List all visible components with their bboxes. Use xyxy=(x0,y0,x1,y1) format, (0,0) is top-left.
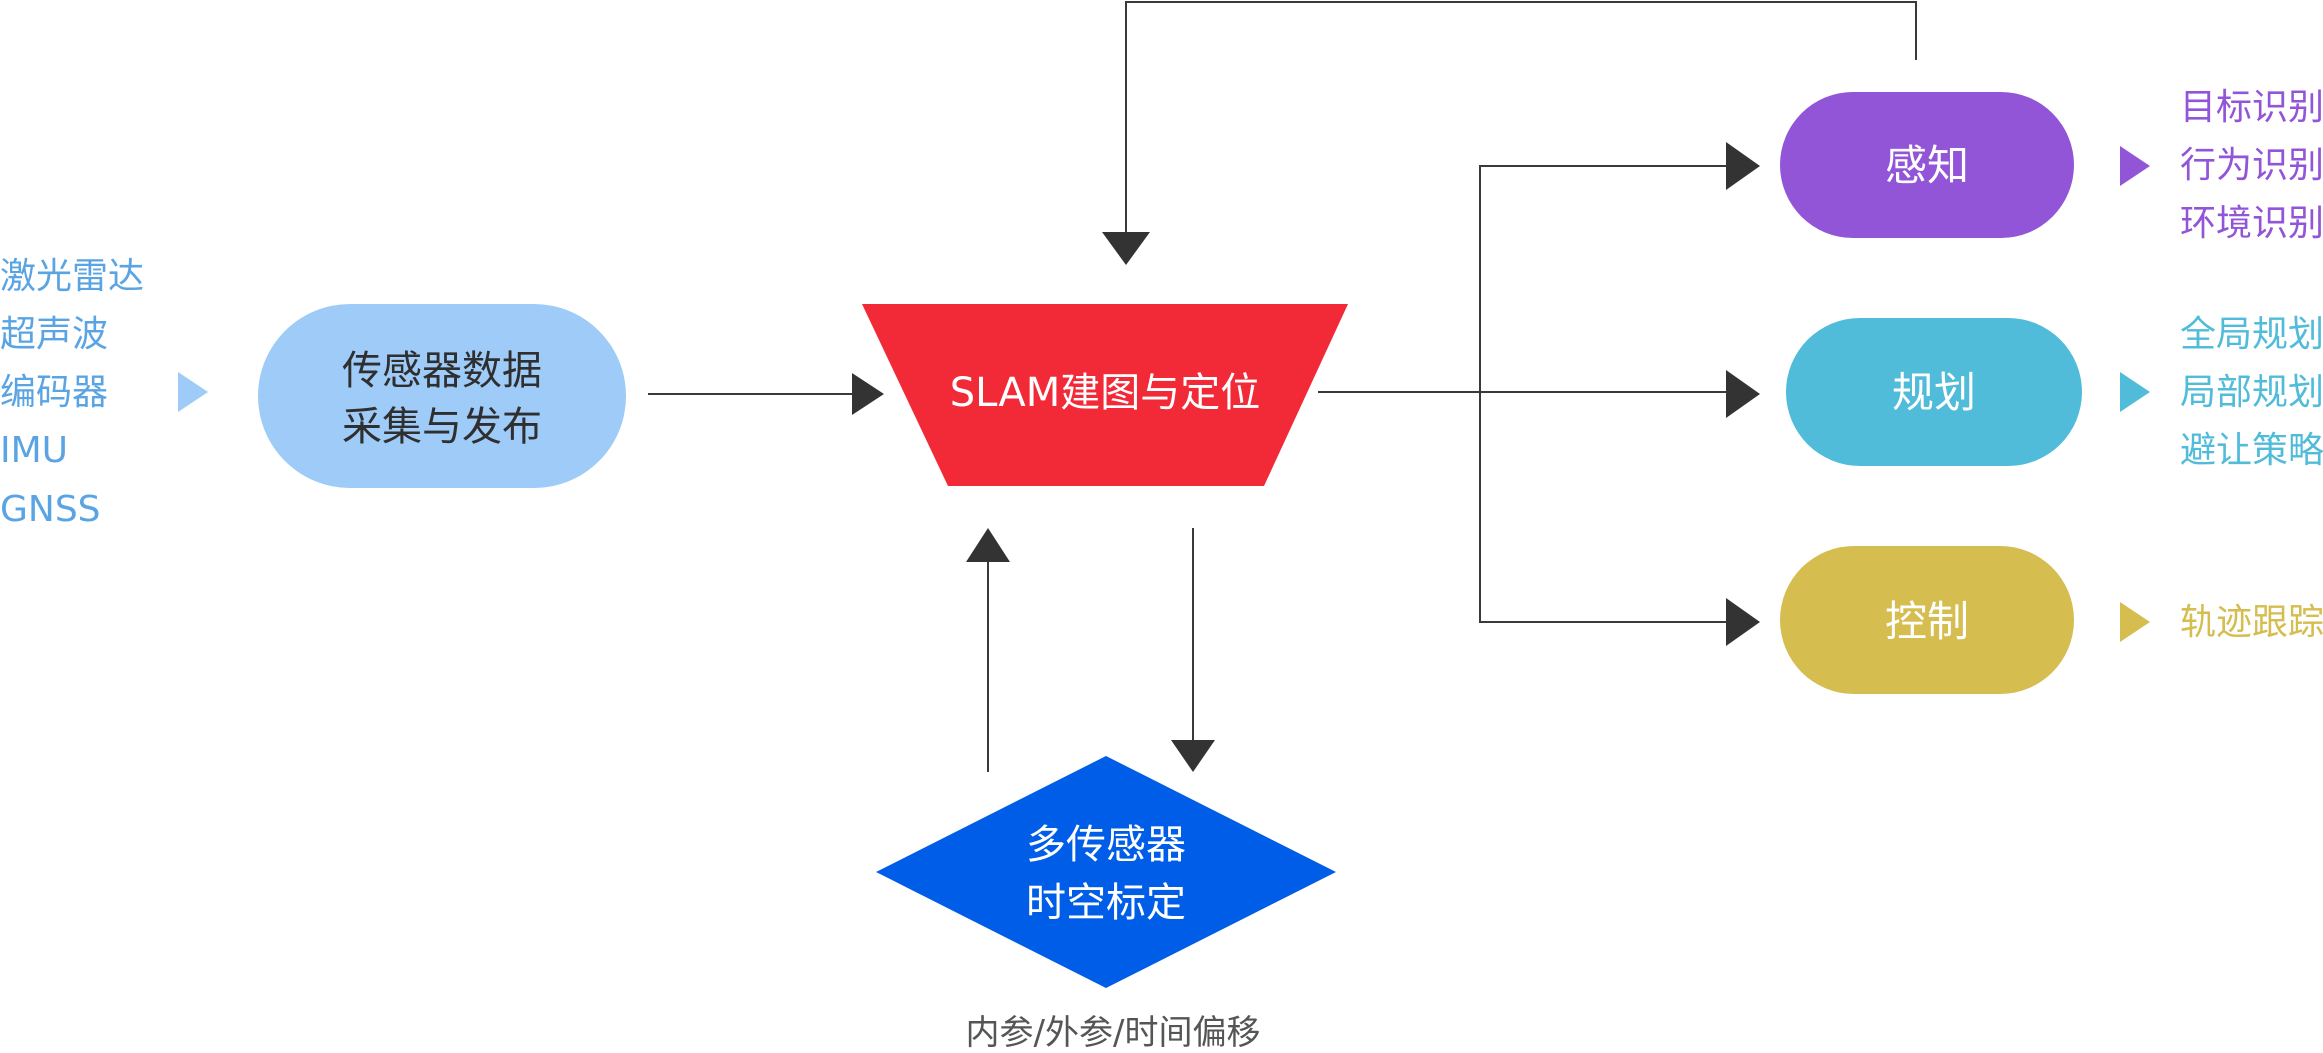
perception-pill xyxy=(1780,92,2074,238)
control-item: 轨迹跟踪 xyxy=(2180,602,2323,643)
collect-label-line2: 采集与发布 xyxy=(342,404,542,450)
perception-label: 感知 xyxy=(1885,141,1969,190)
calibration-label-line1: 多传感器 xyxy=(1026,822,1186,868)
sensor-arrow-icon xyxy=(178,372,208,412)
calibration-label-line2: 时空标定 xyxy=(1026,880,1186,926)
perception-item: 行为识别 xyxy=(2180,145,2323,186)
slam-label: SLAM建图与定位 xyxy=(950,370,1260,416)
arrow-down-icon xyxy=(1171,740,1215,772)
perception-node: 感知 xyxy=(1780,92,2074,238)
sensor-item: 编码器 xyxy=(0,372,108,413)
control-pill xyxy=(1780,546,2074,694)
perception-item: 目标识别 xyxy=(2180,87,2323,128)
control-arrow-icon xyxy=(2120,602,2150,642)
calibration-diamond xyxy=(876,756,1336,988)
arrow-right-icon xyxy=(1726,142,1760,190)
collect-pill xyxy=(258,304,626,488)
control-label: 控制 xyxy=(1885,597,1969,646)
arrow-down-icon xyxy=(1102,232,1150,265)
perception-items: 目标识别 行为识别 环境识别 xyxy=(2180,87,2323,244)
sensor-item: 超声波 xyxy=(0,314,108,355)
control-node: 控制 xyxy=(1780,546,2074,694)
sensor-item: IMU xyxy=(0,430,68,471)
calibration-node: 多传感器 时空标定 xyxy=(876,756,1336,988)
arrow-right-icon xyxy=(852,373,884,415)
collect-label-line1: 传感器数据 xyxy=(342,348,542,394)
planning-arrow-icon xyxy=(2120,372,2150,412)
sensor-list: 激光雷达 超声波 编码器 IMU GNSS xyxy=(0,256,144,530)
planning-item: 局部规划 xyxy=(2180,372,2323,413)
feedback-line xyxy=(1125,1,1917,232)
branch-line xyxy=(1479,165,1726,623)
control-items: 轨迹跟踪 xyxy=(2180,602,2323,643)
slam-trapezoid xyxy=(862,304,1348,486)
perception-arrow-icon xyxy=(2120,146,2150,186)
arrow-right-icon xyxy=(1726,598,1760,646)
sensor-item: GNSS xyxy=(0,489,101,530)
planning-item: 全局规划 xyxy=(2180,314,2323,355)
arrow-up-icon xyxy=(966,528,1010,562)
arrow-right-icon xyxy=(1726,370,1760,418)
collect-node: 传感器数据 采集与发布 xyxy=(258,304,626,488)
planning-label: 规划 xyxy=(1892,368,1976,417)
planning-pill xyxy=(1786,318,2082,466)
sensor-item: 激光雷达 xyxy=(0,256,144,297)
perception-item: 环境识别 xyxy=(2180,203,2323,244)
slam-node: SLAM建图与定位 xyxy=(862,304,1348,486)
planning-item: 避让策略 xyxy=(2180,430,2323,471)
planning-node: 规划 xyxy=(1786,318,2082,466)
calibration-note: 内参/外参/时间偏移 xyxy=(966,1013,1261,1053)
planning-items: 全局规划 局部规划 避让策略 xyxy=(2180,314,2323,471)
